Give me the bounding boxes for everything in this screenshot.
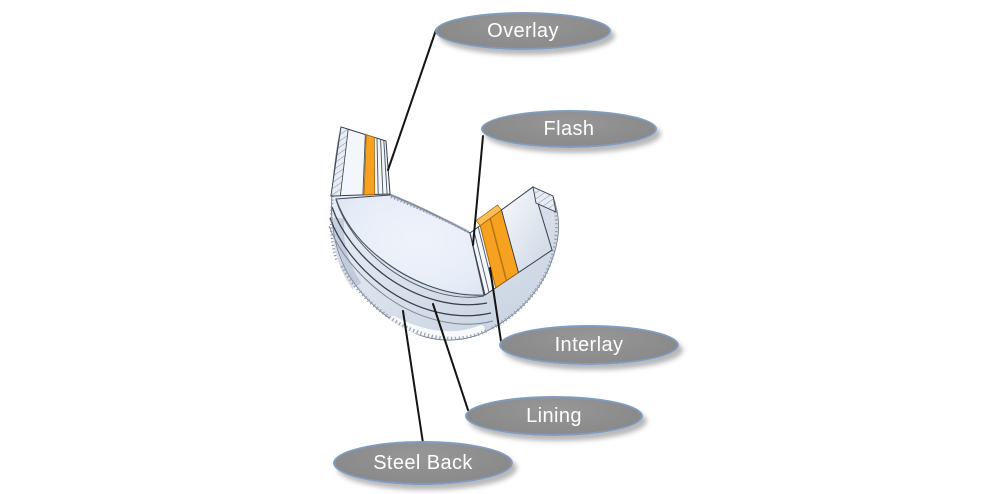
flash-leader-line [472,135,484,246]
lining-leader-line [432,303,469,411]
label-overlay: Overlay [435,12,611,50]
left-face-strip-1 [376,138,379,195]
label-overlay-text: Overlay [487,19,559,42]
left-face-strip-2 [380,139,384,195]
lining-layer-left-highlight [363,134,376,196]
label-interlay: Interlay [499,325,679,365]
rim-contour-3 [329,217,492,317]
hatch-right-edge [489,199,559,331]
outer-shade [332,217,362,290]
steel-back-leader-line [402,310,424,444]
left-face-line-steel [362,134,366,195]
rim-contour-4 [328,225,494,325]
overlay-leader-line [387,29,437,171]
lining-layer-right-divider [489,218,508,281]
label-flash: Flash [481,110,657,148]
hatch-left-edge [329,195,339,263]
label-flash-text: Flash [543,117,595,140]
interlay-leader-line [489,267,502,342]
bearing-body [328,126,560,341]
hatch-bottom-edge [340,265,489,341]
left-end-face [330,126,391,197]
left-face-chamfer-hatch [330,126,349,197]
lining-layer-right-topface [475,204,503,227]
hatch-bore-rim [390,195,469,234]
hatch-texture [329,195,559,341]
label-interlay-text: Interlay [554,333,624,356]
left-face-strip-3 [383,140,388,195]
right-face-top-chamfer-hatch [533,187,556,212]
label-lining-text: Lining [526,404,582,427]
rim-contour-2 [331,206,488,306]
rim-contour-1 [335,199,485,298]
outer-highlight [389,316,485,340]
right-face-flash-strip-1 [473,230,490,293]
right-face-steel-band [500,186,553,274]
leader-lines [387,29,502,444]
label-steel-back: Steel Back [333,441,513,485]
label-lining: Lining [465,396,643,436]
label-steel-back-text: Steel Back [373,451,473,474]
rim-contours [328,199,494,325]
